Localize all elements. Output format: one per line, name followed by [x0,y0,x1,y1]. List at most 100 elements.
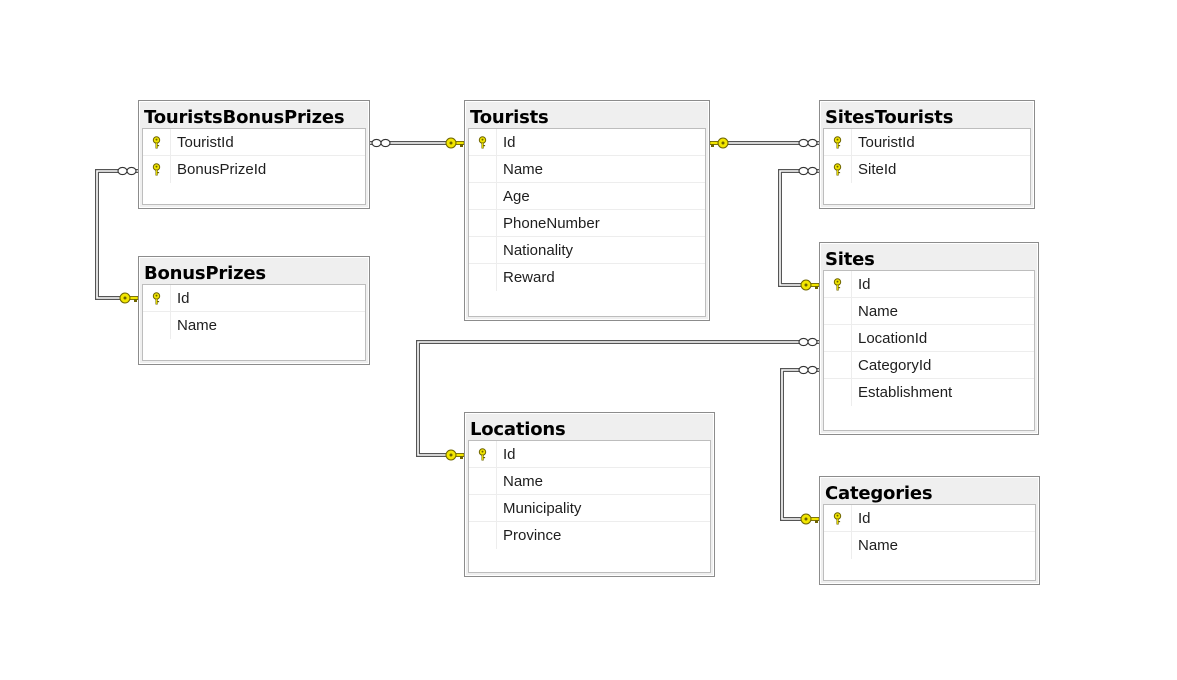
column-name: TouristId [177,133,234,151]
column-row[interactable]: Province [469,522,710,549]
column-name: Name [858,302,899,320]
primary-key-icon [152,163,161,176]
column-row[interactable]: SiteId [824,156,1030,183]
table-bonus-prizes[interactable]: BonusPrizes Id Name [138,256,370,365]
row-selector[interactable] [469,495,497,521]
table-locations[interactable]: Locations Id Name Municipality Province [464,412,715,577]
table-columns: Id Name [142,284,366,361]
infinity-icon [117,166,137,176]
column-row[interactable]: LocationId [824,325,1034,352]
column-row[interactable]: Age [469,183,705,210]
table-columns: Id Name Municipality Province [468,440,711,573]
column-row[interactable]: Nationality [469,237,705,264]
column-row[interactable]: Id [469,129,705,156]
column-row[interactable]: Id [824,271,1034,298]
table-title[interactable]: TouristsBonusPrizes [144,107,345,128]
primary-key-icon [478,447,487,461]
table-title[interactable]: Tourists [470,107,549,128]
key-icon [445,137,465,149]
row-selector[interactable] [143,312,171,339]
column-row[interactable]: Name [469,156,705,183]
column-row[interactable]: Id [469,441,710,468]
row-selector[interactable] [469,237,497,263]
table-title[interactable]: Categories [825,483,933,504]
table-title[interactable]: Sites [825,249,875,270]
column-row[interactable]: TouristId [143,129,365,156]
relationship-line[interactable] [778,166,820,291]
row-selector[interactable] [469,210,497,236]
row-selector[interactable] [824,505,852,531]
column-row[interactable]: Name [824,532,1035,559]
table-columns: TouristId SiteId [823,128,1031,205]
relationship-line[interactable] [709,137,819,149]
row-selector[interactable] [824,352,852,378]
key-icon [800,513,820,525]
key-icon [709,137,729,149]
column-row[interactable]: BonusPrizeId [143,156,365,183]
column-name: CategoryId [858,356,932,374]
relationship-line[interactable] [95,166,139,304]
table-tourists[interactable]: Tourists Id Name Age PhoneNumber Nationa… [464,100,710,321]
primary-key-icon [152,291,161,305]
table-columns: Id Name LocationId CategoryId Establishm… [823,270,1035,431]
column-row[interactable]: Name [143,312,365,339]
column-name: Reward [503,269,555,286]
column-name: Name [177,317,218,334]
relationship-line[interactable] [416,337,819,461]
row-selector[interactable] [143,285,171,311]
table-sites[interactable]: Sites Id Name LocationId CategoryId Esta… [819,242,1039,435]
column-row[interactable]: PhoneNumber [469,210,705,237]
primary-key-icon [833,135,842,149]
column-row[interactable]: Name [824,298,1034,325]
row-selector[interactable] [469,522,497,549]
column-name: Municipality [503,499,582,517]
table-title[interactable]: BonusPrizes [144,263,266,284]
key-icon [119,292,139,304]
primary-key-icon [152,135,161,149]
table-title[interactable]: Locations [470,419,566,440]
row-selector[interactable] [824,156,852,183]
table-categories[interactable]: Categories Id Name [819,476,1040,585]
primary-key-icon [833,163,842,176]
column-name: Age [503,187,530,205]
relationship-line[interactable] [780,365,820,525]
row-selector[interactable] [824,298,852,324]
row-selector[interactable] [469,441,497,467]
column-name: Id [858,275,871,293]
row-selector[interactable] [824,532,852,559]
row-selector[interactable] [143,156,171,183]
relationship-line[interactable] [370,137,465,149]
row-selector[interactable] [469,264,497,291]
column-name: Nationality [503,241,574,259]
column-row[interactable]: Id [824,505,1035,532]
column-row[interactable]: Municipality [469,495,710,522]
column-name: Name [503,160,544,178]
column-row[interactable]: Id [143,285,365,312]
column-row[interactable]: Reward [469,264,705,291]
row-selector[interactable] [469,156,497,182]
column-name: Id [503,133,516,151]
table-title[interactable]: SitesTourists [825,107,954,128]
row-selector[interactable] [469,129,497,155]
table-sites-tourists[interactable]: SitesTourists TouristId SiteId [819,100,1035,209]
column-row[interactable]: Establishment [824,379,1034,406]
column-name: Id [858,509,871,527]
column-row[interactable]: TouristId [824,129,1030,156]
column-row[interactable]: Name [469,468,710,495]
column-row[interactable]: CategoryId [824,352,1034,379]
primary-key-icon [833,277,842,291]
row-selector[interactable] [469,183,497,209]
row-selector[interactable] [824,129,852,155]
row-selector[interactable] [469,468,497,494]
column-name: Id [503,445,516,463]
key-icon [445,449,465,461]
table-tourists-bonus-prizes[interactable]: TouristsBonusPrizes TouristId BonusPrize… [138,100,370,209]
row-selector[interactable] [824,271,852,297]
column-name: Id [177,289,190,307]
column-name: Name [858,537,899,554]
column-name: Province [503,527,562,544]
row-selector[interactable] [143,129,171,155]
row-selector[interactable] [824,379,852,406]
row-selector[interactable] [824,325,852,351]
